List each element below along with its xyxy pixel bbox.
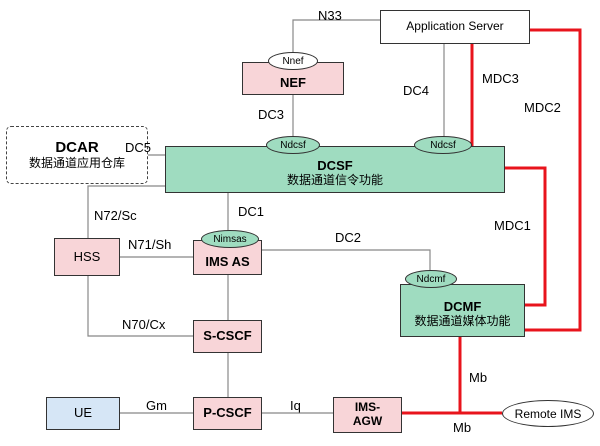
s-cscf-label: S-CSCF [203,328,252,344]
link-n33 [292,19,380,62]
link-n70-cx [87,276,193,337]
p-cscf-box: P-CSCF [193,397,262,430]
dcsf-title: DCSF [317,158,353,174]
nef-label: NEF [280,75,306,91]
nnef-label: Nnef [282,55,304,67]
nimsas-interface: Nimsas [201,230,259,248]
nnef-interface: Nnef [268,52,318,70]
ndcsf-right-label: Ndcsf [430,139,456,151]
ims-agw-line2: AGW [352,414,383,428]
link-mdc1 [505,166,547,307]
dc4-label: DC4 [403,83,430,98]
remote-ims-label: Remote IMS [514,406,582,421]
n33-label: N33 [318,8,342,23]
dcar-box: DCAR 数据通道应用仓库 [6,126,148,184]
n72-sc-label: N72/Sc [94,208,137,223]
link-n72-sc [87,185,165,238]
ndcmf-label: Ndcmf [416,273,446,285]
dcmf-title: DCMF [443,299,482,315]
application-server-box: Application Server [380,10,530,44]
dcar-subtitle: 数据通道应用仓库 [28,155,125,170]
p-cscf-label: P-CSCF [203,405,252,421]
mb-upper-label: Mb [469,370,488,385]
dcar-title: DCAR [55,139,99,157]
ims-agw-box: IMS- AGW [333,397,402,433]
hss-label: HSS [73,248,101,264]
dc3-label: DC3 [258,107,285,122]
remote-ims-oval: Remote IMS [502,400,594,427]
ue-box: UE [46,397,120,430]
link-dc2 [262,249,431,276]
dcmf-subtitle: 数据通道媒体功能 [414,314,511,329]
ue-label: UE [73,405,93,421]
dc5-label: DC5 [125,140,152,155]
mb-lower-label: Mb [453,420,472,435]
ndcmf-interface: Ndcmf [405,270,457,288]
nimsas-label: Nimsas [213,233,247,245]
n71-sh-label: N71/Sh [128,237,172,252]
mdc3-label: MDC3 [482,71,519,86]
dc2-label: DC2 [335,230,362,245]
mdc2-label: MDC2 [524,100,561,115]
ndcsf-left-interface: Ndcsf [266,136,320,154]
s-cscf-box: S-CSCF [193,320,262,353]
dcmf-box: DCMF 数据通道媒体功能 [400,284,525,337]
ndcsf-left-label: Ndcsf [280,139,306,151]
ims-as-label: IMS AS [205,254,250,270]
ndcsf-right-interface: Ndcsf [414,136,472,154]
dc1-label: DC1 [238,204,265,219]
ims-agw-line1: IMS- [354,400,381,415]
iq-label: Iq [290,398,301,413]
hss-box: HSS [54,238,120,276]
n70-cx-label: N70/Cx [122,317,166,332]
mdc1-label: MDC1 [494,218,531,233]
gm-label: Gm [146,398,167,413]
dcsf-subtitle: 数据通道信令功能 [286,173,383,188]
application-server-label: Application Server [406,19,504,34]
link-mdc2 [525,28,582,332]
